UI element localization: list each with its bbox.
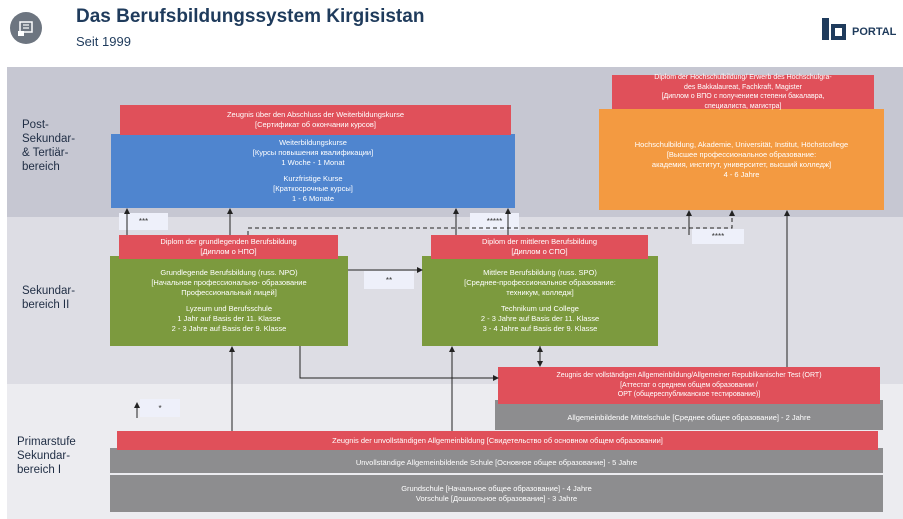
box-grundschule: Grundschule [Начальное общее образование… [110,475,883,512]
note-2-stars: ** [364,271,414,289]
box-line: Weiterbildungskurse [279,138,347,147]
box-line: [Курсы повышения квалификации] [252,148,374,157]
box-line: Mittlere Berufsbildung (russ. SPO) [483,268,597,277]
box-line: Diplom der grundlegenden Berufsbildung [160,237,297,246]
box-line: [Высшее профессиональное образование: [666,149,817,159]
box-line: [Начальное профессионально- образование [151,278,307,287]
note-1-star: * [140,399,180,417]
level-label-line: Post- [22,119,49,131]
level-label-line: Primarstufe [17,436,76,448]
note-4-stars: **** [692,229,744,244]
box-line: 1 Jahr auf Basis der 11. Klasse [177,314,281,323]
box-npo-cert: Diplom der grundlegenden Berufsbildung [… [119,235,338,259]
box-line: [Сертификат об окончании курсов] [255,120,376,129]
box-line: [Среднее-профессиональное образование: [464,278,616,287]
portal-logo [820,14,850,49]
box-line: [Диплом о НПО] [200,247,257,256]
box-hochschul-cert: Diplom der Hochschulbildung/ Erwerb des … [612,74,874,110]
box-spo-cert: Diplom der mittleren Berufsbildung [Дипл… [431,235,648,259]
page-subtitle: Seit 1999 [76,34,131,49]
box-line: Allgemeinbildende Mittelschule [Среднее … [567,413,811,422]
box-mittelschule: Allgemeinbildende Mittelschule [Среднее … [495,400,883,430]
box-npo: Grundlegende Berufsbildung (russ. NPO) [… [110,256,348,346]
box-line: Diplom der Hochschulbildung/ Erwerb des … [654,74,832,81]
box-line: Kurzfristige Kurse [283,174,343,183]
box-line: специалиста, магистра] [704,102,782,110]
box-line: Unvollständige Allgemeinbildende Schule … [355,457,638,467]
box-line: 3 - 4 Jahre auf Basis der 9. Klasse [482,324,598,333]
box-line: des Bakkalaureat, Fachkraft, Magister [684,83,802,91]
box-ort-cert: Zeugnis der vollständigen Allgemeinbildu… [498,367,880,404]
box-line: [Диплом о ВПО с получением степени бакал… [661,93,825,100]
box-line: Hochschulbildung, Akademie, Universität,… [634,139,849,149]
level-label-line: Sekundar- [17,450,71,462]
box-line: [Краткосрочные курсы] [273,184,353,193]
level-label-sek2: Sekundar- bereich II [22,284,75,312]
level-label-post: Post- Sekundar- & Tertiär- bereich [22,118,75,174]
note-3-stars: *** [119,213,168,230]
box-hochschulbildung: Hochschulbildung, Akademie, Universität,… [599,109,884,210]
box-line: техникум, колледж] [506,288,574,297]
box-line: 2 - 3 Jahre auf Basis der 11. Klasse [480,314,600,323]
box-weiterbildung: Weiterbildungskurse [Курсы повышения ква… [111,134,515,208]
box-spo: Mittlere Berufsbildung (russ. SPO) [Сред… [422,256,658,346]
box-line: Zeugnis der unvollständigen Allgemeinbil… [332,435,663,445]
level-label-line: bereich [22,161,60,173]
level-label-line: bereich I [17,464,62,476]
box-line: Zeugnis der vollständigen Allgemeinbildu… [556,372,822,380]
logo-icon [822,18,846,40]
box-line: [Диплом о СПО] [511,247,568,256]
level-label-line: bereich II [22,299,70,311]
box-unvoll-cert: Zeugnis der unvollständigen Allgemeinbil… [117,431,878,450]
page-title: Das Berufsbildungssystem Kirgisistan [76,6,425,27]
box-line: Grundlegende Berufsbildung (russ. NPO) [160,268,298,277]
education-icon [10,12,42,44]
box-line: Lyzeum und Berufsschule [185,304,273,313]
level-label-line: & Tertiär- [22,147,69,159]
logo-text: PORTAL [852,26,897,38]
box-line: 1 - 6 Monate [291,194,335,203]
box-line: 4 - 6 Jahre [723,169,760,179]
box-line: Grundschule [Начальное общее образование… [401,483,592,493]
box-line: 1 Woche - 1 Monat [281,158,345,167]
box-line: Профессиональный лицей] [181,288,277,297]
note-5-stars: ***** [470,213,519,230]
box-line: Technikum und College [501,304,579,313]
level-label-line: Sekundar- [22,285,76,297]
box-line: Diplom der mittleren Berufsbildung [481,237,598,246]
box-unvollstaendige-schule: Unvollständige Allgemeinbildende Schule … [110,448,883,473]
box-line: Vorschule [Дошкольное образование] - 3 J… [415,493,578,503]
box-line: Zeugnis über den Abschluss der Weiterbil… [226,110,405,119]
box-line: академия, институт, университет, высший … [651,159,832,169]
box-line: 2 - 3 Jahre auf Basis der 9. Klasse [171,324,287,333]
box-line: [Аттестат о среднем общем образовании / [620,381,758,389]
box-weiterbildung-cert: Zeugnis über den Abschluss der Weiterbil… [120,105,511,135]
box-line: ОРТ (общереспубликанское тестирование)] [617,391,761,399]
level-label-prim: Primarstufe Sekundar- bereich I [17,435,76,477]
level-label-line: Sekundar- [22,133,76,145]
